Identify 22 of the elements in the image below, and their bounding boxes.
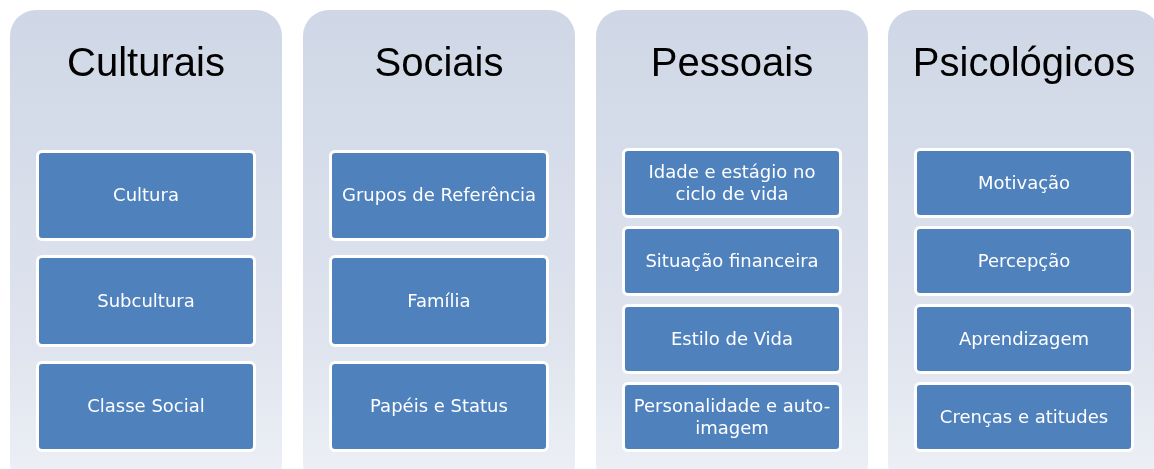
category-heading: Culturais [66,40,226,85]
factor-box: Idade e estágio no ciclo de vida [622,148,842,218]
factor-box: Personalidade e auto-imagem [622,382,842,452]
category-heading: Pessoais [649,40,815,85]
factor-box: Aprendizagem [914,304,1134,374]
factor-box: Situação financeira [622,226,842,296]
factor-box: Motivação [914,148,1134,218]
category-panel [10,10,282,469]
category-panel [888,10,1154,469]
category-heading: Psicológicos [911,40,1137,85]
factor-box: Subcultura [36,255,256,347]
category-panel [303,10,575,469]
factor-box: Família [329,255,549,347]
factor-box: Cultura [36,150,256,242]
category-panel [596,10,868,469]
factor-box: Estilo de Vida [622,304,842,374]
factor-box: Classe Social [36,360,256,452]
factor-box: Crenças e atitudes [914,382,1134,452]
factor-box: Percepção [914,226,1134,296]
category-heading: Sociais [373,40,505,85]
factor-box: Papéis e Status [329,360,549,452]
factor-box: Grupos de Referência [329,150,549,242]
